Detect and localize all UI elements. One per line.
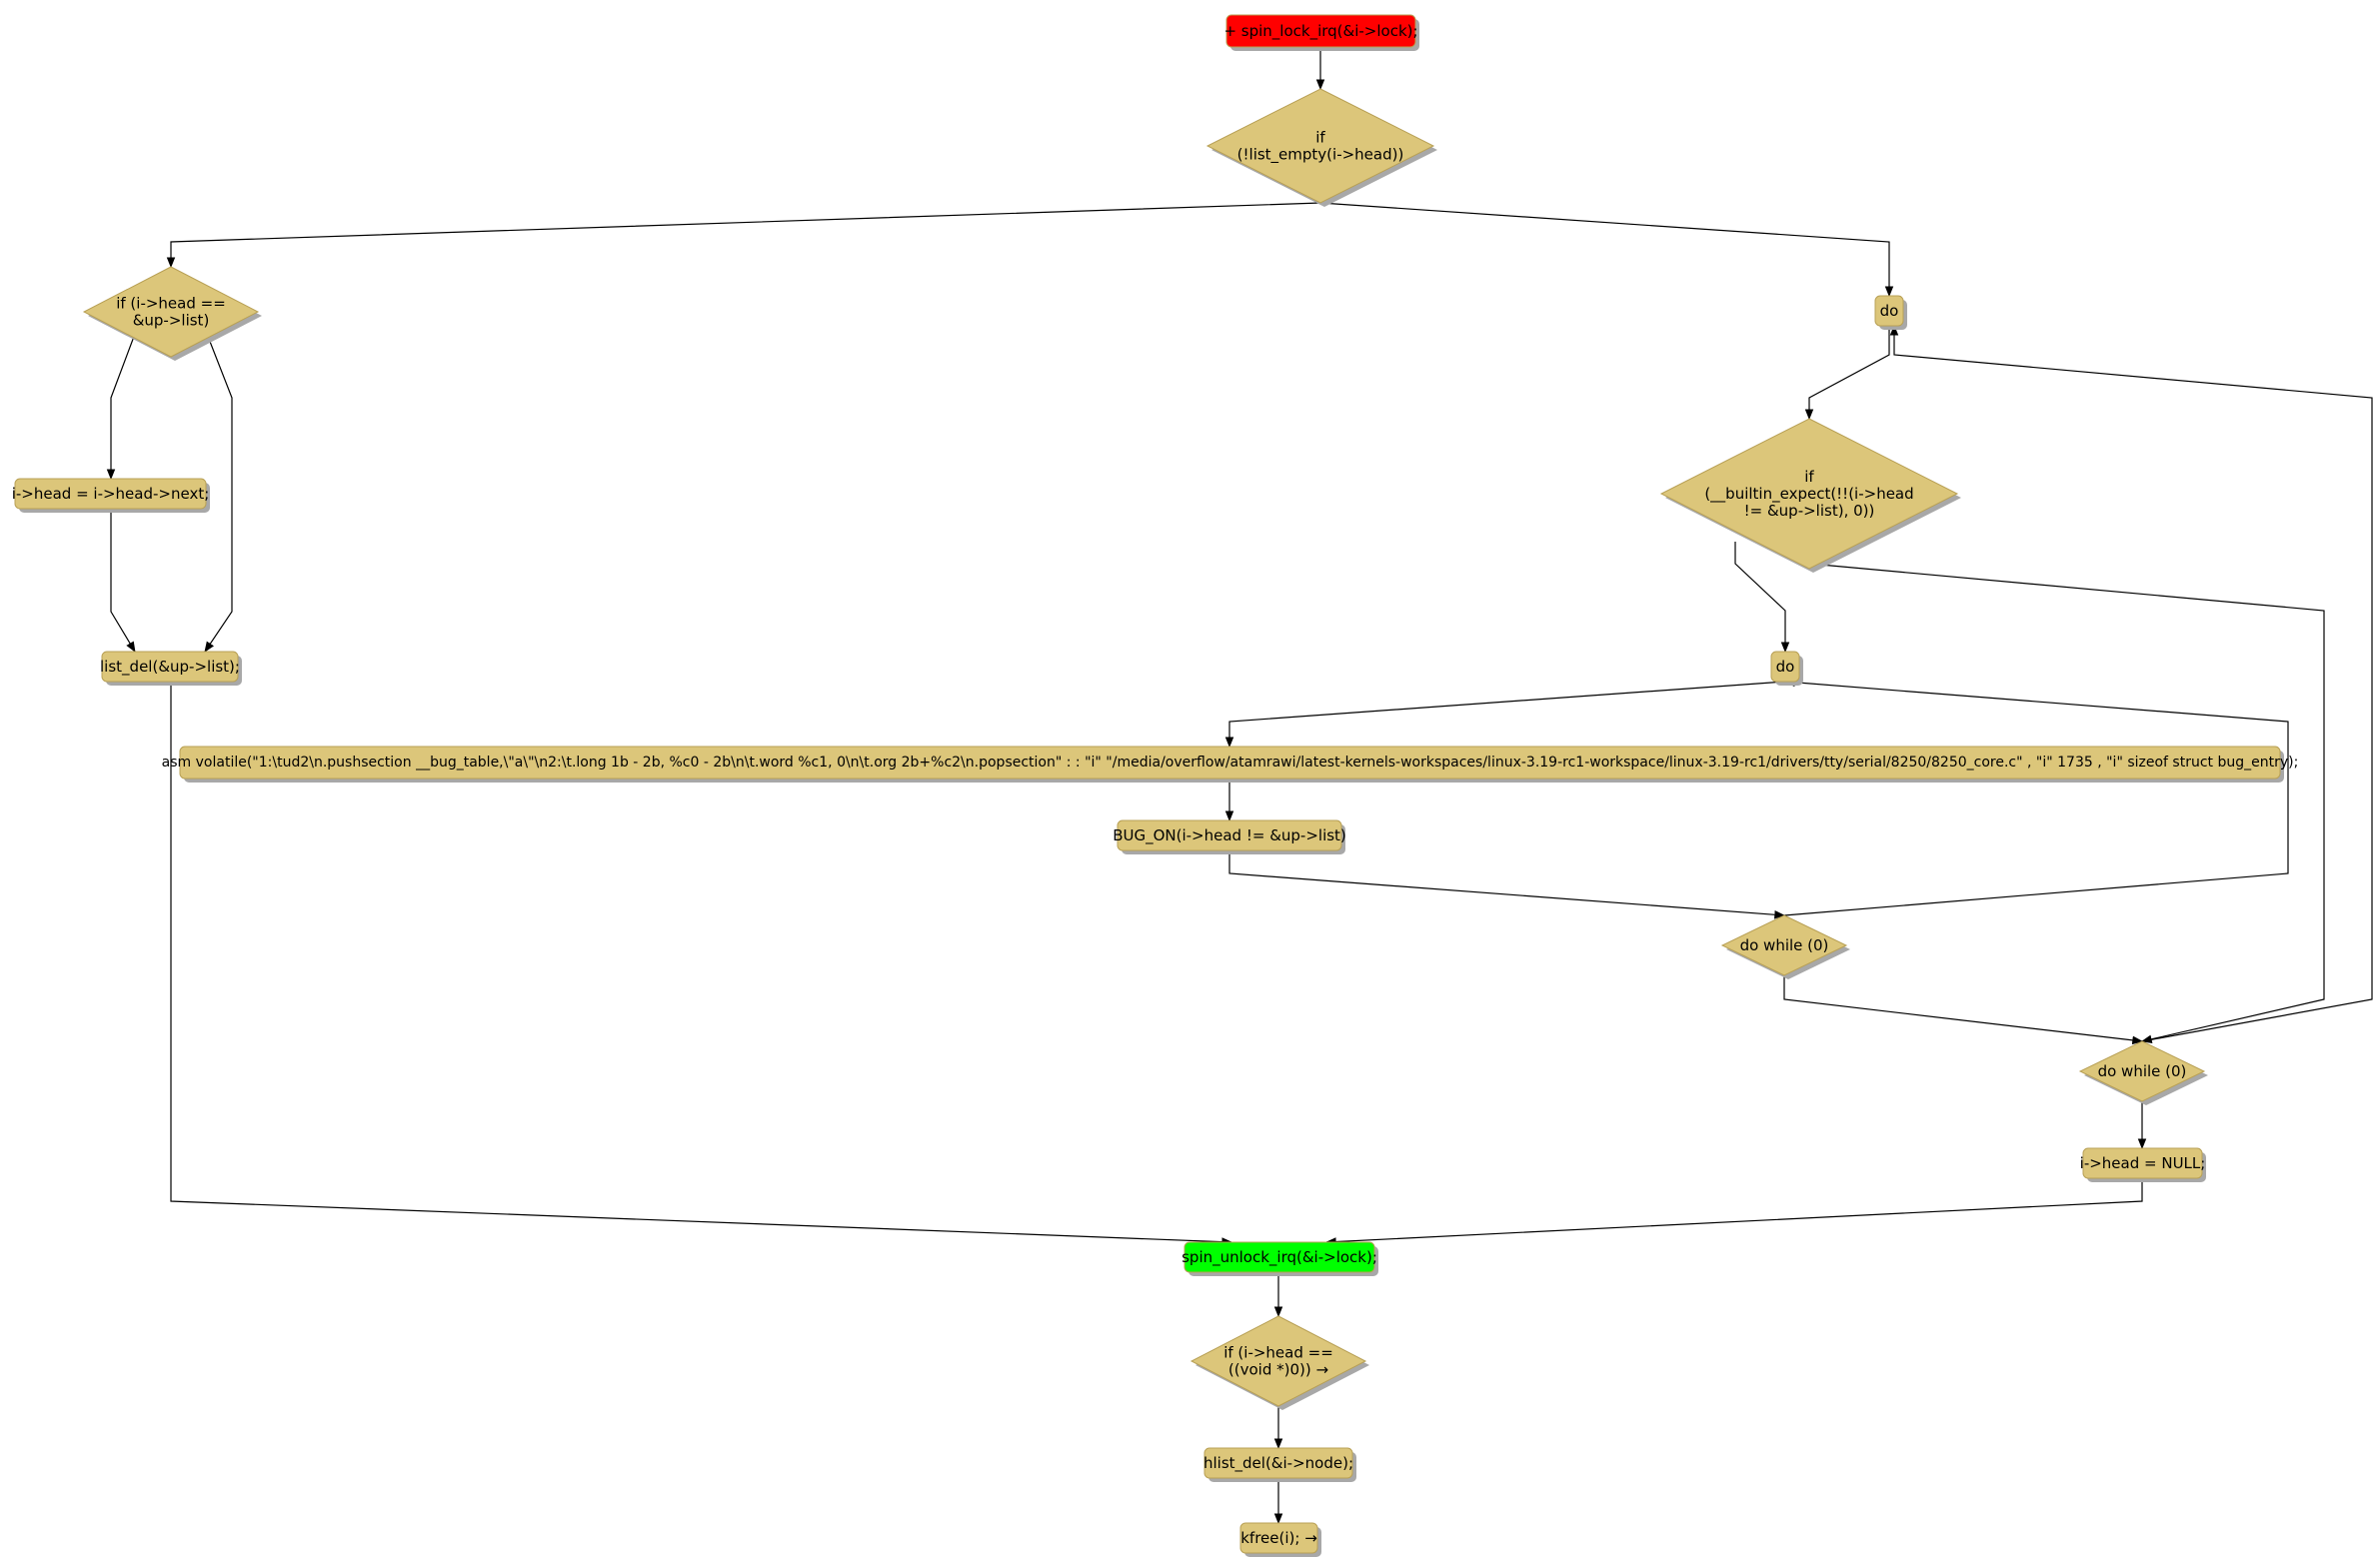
node-do-while-inner: do while (0) <box>1720 914 1850 979</box>
node-do-while-outer: do while (0) <box>2078 1040 2208 1105</box>
node-label: hlist_del(&i->node); <box>1203 1454 1353 1473</box>
edge-do-while-outer-to-do-outer <box>1889 324 2373 1042</box>
edge-if-head-eq-list-to-head-next <box>106 333 136 481</box>
node-label: if (i->head == <box>1223 1344 1333 1362</box>
edge-do-inner-to-asm-volatile <box>1224 681 1786 749</box>
node-if-head-null: if (i->head ==((void *)0)) → <box>1190 1315 1369 1410</box>
nodes: + spin_lock_irq(&i->lock);if(!list_empty… <box>12 14 2299 1557</box>
edge-head-next-to-list-del <box>110 509 136 653</box>
edge-if-builtin-expect-to-do-inner <box>1734 542 1790 654</box>
edge-do-while-inner-to-do-inner <box>1783 678 2289 916</box>
node-label: if <box>1804 468 1814 486</box>
node-if-head-eq-list: if (i->head ==&up->list) <box>82 266 262 361</box>
node-start: + spin_lock_irq(&i->lock); <box>1223 14 1419 51</box>
edge-bug-on-to-do-while-inner <box>1228 850 1786 919</box>
edge-do-while-inner-to-do-while-outer <box>1783 975 2144 1045</box>
node-label: + spin_lock_irq(&i->lock); <box>1223 22 1417 41</box>
edge-if-list-empty-to-if-head-eq-list <box>166 202 1321 269</box>
node-do-inner: do <box>1770 651 1803 686</box>
node-label: if (i->head == <box>116 295 226 313</box>
node-label: BUG_ON(i->head != &up->list) <box>1113 826 1346 845</box>
node-label: i->head = NULL; <box>2080 1154 2206 1172</box>
node-head-null: i->head = NULL; <box>2080 1147 2206 1182</box>
node-head-next: i->head = i->head->next; <box>12 478 210 513</box>
node-label: &up->list) <box>133 312 210 330</box>
node-kfree: kfree(i); → <box>1239 1522 1321 1557</box>
node-label: (__builtin_expect(!!(i->head <box>1704 485 1913 504</box>
node-asm-volatile: asm volatile("1:\tud2\n.pushsection __bu… <box>162 746 2299 783</box>
edge-do-outer-to-if-builtin-expect <box>1804 326 1890 421</box>
edge-if-list-empty-to-do-outer <box>1319 202 1894 298</box>
node-label: do while (0) <box>1740 936 1829 954</box>
node-label: != &up->list), 0)) <box>1744 502 1875 520</box>
node-spin-unlock: spin_unlock_irq(&i->lock); <box>1182 1241 1378 1276</box>
node-label: kfree(i); → <box>1240 1529 1317 1547</box>
node-label: do <box>1776 658 1795 676</box>
edge-if-builtin-expect-to-do-while-outer <box>1808 563 2325 1044</box>
edge-list-del-to-spin-unlock <box>170 682 1233 1246</box>
node-hlist-del: hlist_del(&i->node); <box>1203 1447 1356 1482</box>
node-label: spin_unlock_irq(&i->lock); <box>1182 1248 1377 1267</box>
node-label: asm volatile("1:\tud2\n.pushsection __bu… <box>162 755 2299 771</box>
edges <box>106 47 2373 1525</box>
edge-if-head-eq-list-to-list-del <box>204 333 233 653</box>
node-if-list-empty: if(!list_empty(i->head)) <box>1205 88 1437 207</box>
node-label: list_del(&up->list); <box>100 658 240 677</box>
node-label: if <box>1315 129 1325 147</box>
node-label: i->head = i->head->next; <box>12 485 210 503</box>
node-label: do while (0) <box>2098 1062 2187 1080</box>
node-bug-on: BUG_ON(i->head != &up->list) <box>1113 819 1346 854</box>
node-label: ((void *)0)) → <box>1228 1361 1328 1379</box>
node-label: (!list_empty(i->head)) <box>1237 146 1404 165</box>
node-if-builtin-expect: if(__builtin_expect(!!(i->head!= &up->li… <box>1659 418 1961 573</box>
node-label: do <box>1880 302 1899 320</box>
node-do-outer: do <box>1874 295 1907 330</box>
edge-head-null-to-spin-unlock <box>1324 1178 2143 1246</box>
node-list-del: list_del(&up->list); <box>100 651 242 686</box>
